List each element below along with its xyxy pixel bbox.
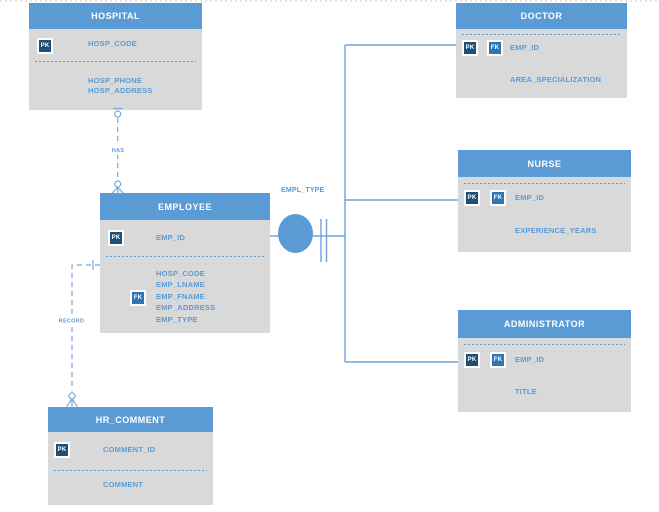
fk-badge: FK — [490, 352, 506, 368]
attribute-experience-years: EXPERIENCE_YEARS — [515, 226, 597, 235]
connector-category — [270, 44, 458, 363]
fk-badge: FK — [130, 290, 146, 306]
pk-badge: PK — [108, 230, 124, 246]
attribute-emp-id: EMP_ID — [515, 193, 545, 202]
entity-hospital-header: HOSPITAL — [29, 3, 202, 29]
separator — [35, 61, 196, 62]
pk-badge: PK — [54, 442, 70, 458]
attribute-emp-fname: EMP_FNAME — [156, 292, 205, 301]
connector-record — [66, 260, 100, 407]
pk-badge: PK — [462, 40, 478, 56]
entity-nurse-body: PK FK EMP_ID EXPERIENCE_YEARS — [458, 177, 631, 252]
entity-administrator: ADMINISTRATOR PK FK EMP_ID TITLE — [458, 310, 631, 412]
separator — [54, 470, 207, 471]
record-label-bg — [55, 314, 88, 325]
entity-hr-comment-header: HR_COMMENT — [48, 407, 213, 432]
entity-employee-body: PK EMP_ID FK HOSP_CODE EMP_LNAME EMP_FNA… — [100, 220, 270, 333]
zero-circle-icon — [114, 110, 122, 118]
entity-administrator-title: ADMINISTRATOR — [503, 319, 586, 329]
attribute-hosp-code: HOSP_CODE — [88, 39, 137, 48]
attribute-emp-id: EMP_ID — [510, 43, 540, 52]
entity-employee-header: EMPLOYEE — [100, 193, 270, 220]
connector-has — [111, 107, 124, 194]
entity-hospital-body: PK HOSP_CODE HOSP_PHONE HOSP_ADDRESS — [29, 29, 202, 110]
record-line — [71, 264, 100, 391]
pk-badge: PK — [37, 38, 53, 54]
pk-badge: PK — [464, 352, 480, 368]
attribute-comment: COMMENT — [103, 480, 144, 489]
attribute-emp-type: EMP_TYPE — [156, 315, 198, 324]
entity-nurse: NURSE PK FK EMP_ID EXPERIENCE_YEARS — [458, 150, 631, 252]
zero-circle-icon — [114, 180, 122, 188]
entity-doctor: DOCTOR PK FK EMP_ID AREA_SPECIALIZATION — [456, 3, 627, 98]
entity-doctor-header: DOCTOR — [456, 3, 627, 29]
separator — [464, 183, 625, 184]
attribute-emp-address: EMP_ADDRESS — [156, 303, 216, 312]
zero-circle-icon — [68, 392, 76, 400]
fk-badge: FK — [490, 190, 506, 206]
has-label: HAS — [112, 148, 125, 154]
separator — [106, 256, 264, 257]
record-label: RECORD — [59, 319, 85, 325]
entity-employee: EMPLOYEE PK EMP_ID FK HOSP_CODE EMP_LNAM… — [100, 193, 270, 333]
attribute-comment-id: COMMENT_ID — [103, 445, 156, 454]
pk-badge: PK — [464, 190, 480, 206]
crow-foot-icon — [66, 398, 78, 407]
attribute-hosp-phone: HOSP_PHONE — [88, 76, 143, 85]
entity-nurse-header: NURSE — [458, 150, 631, 177]
entity-administrator-body: PK FK EMP_ID TITLE — [458, 338, 631, 412]
entity-doctor-title: DOCTOR — [520, 11, 563, 21]
entity-administrator-header: ADMINISTRATOR — [458, 310, 631, 338]
separator — [464, 344, 625, 345]
entity-employee-title: EMPLOYEE — [157, 201, 212, 212]
attribute-hosp-address: HOSP_ADDRESS — [88, 86, 153, 95]
entity-hr-comment-body: PK COMMENT_ID COMMENT — [48, 432, 213, 505]
entity-hospital-title: HOSPITAL — [91, 11, 140, 21]
attribute-title: TITLE — [515, 387, 537, 396]
category-circle-icon — [278, 214, 313, 253]
fk-badge: FK — [487, 40, 503, 56]
attribute-emp-id: EMP_ID — [156, 233, 186, 242]
attribute-emp-id: EMP_ID — [515, 355, 545, 364]
has-label-bg — [105, 144, 131, 155]
entity-hr-comment-title: HR_COMMENT — [95, 414, 166, 425]
attribute-emp-lname: EMP_LNAME — [156, 280, 205, 289]
entity-doctor-body: PK FK EMP_ID AREA_SPECIALIZATION — [456, 29, 627, 98]
attribute-area-specialization: AREA_SPECIALIZATION — [510, 75, 602, 84]
separator — [462, 34, 621, 35]
category-label: EMPL_TYPE — [281, 187, 325, 194]
entity-hospital: HOSPITAL PK HOSP_CODE HOSP_PHONE HOSP_AD… — [29, 3, 202, 110]
attribute-hosp-code: HOSP_CODE — [156, 269, 205, 278]
entity-hr-comment: HR_COMMENT PK COMMENT_ID COMMENT — [48, 407, 213, 505]
entity-nurse-title: NURSE — [527, 158, 562, 169]
